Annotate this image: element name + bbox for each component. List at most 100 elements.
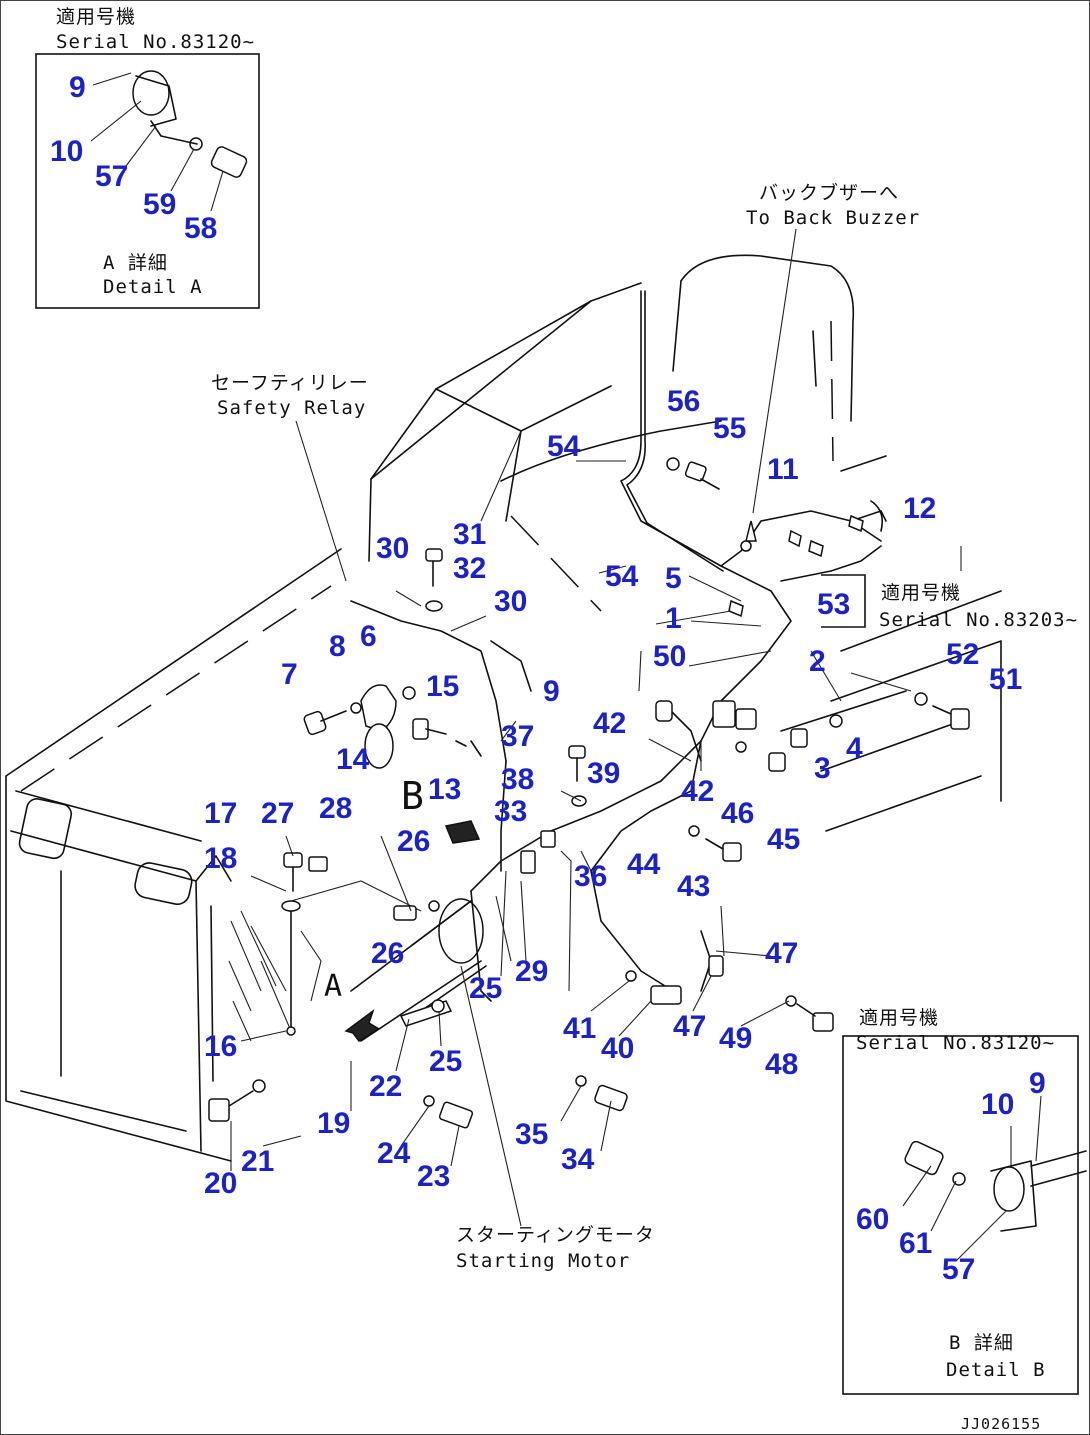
callout-21: 21: [241, 1145, 274, 1178]
callout-19: 19: [317, 1107, 350, 1140]
leader-lines: [90, 72, 1042, 1262]
callout-37: 37: [501, 720, 534, 753]
callout-38: 38: [501, 763, 534, 796]
callout-30: 30: [376, 532, 409, 565]
callout-9: 9: [1029, 1067, 1046, 1100]
serial-note-frame: [821, 574, 866, 628]
back-buzzer-en: To Back Buzzer: [746, 207, 920, 229]
callout-36: 36: [574, 860, 607, 893]
detail-a-jp: A 詳細: [103, 252, 168, 274]
view-a-marker: A: [324, 969, 343, 1004]
callout-43: 43: [677, 870, 710, 903]
parts: [132, 70, 1087, 1232]
callout-6: 6: [360, 620, 377, 653]
detail-a-en: Detail A: [103, 276, 203, 298]
callout-16: 16: [204, 1030, 237, 1063]
callout-23: 23: [417, 1160, 450, 1193]
callout-60: 60: [856, 1203, 889, 1236]
callout-10: 10: [50, 135, 83, 168]
callout-61: 61: [899, 1227, 932, 1260]
callout-20: 20: [204, 1167, 237, 1200]
callout-5: 5: [665, 562, 682, 595]
callout-25: 25: [429, 1045, 462, 1078]
bottom-right-applicable-jp: 適用号機: [859, 1007, 939, 1029]
callout-11: 11: [767, 453, 799, 486]
detail-b-jp: B 詳細: [949, 1332, 1014, 1354]
callout-9: 9: [69, 71, 86, 104]
callout-22: 22: [369, 1070, 402, 1103]
callout-2: 2: [809, 645, 826, 678]
callout-54: 54: [605, 560, 639, 593]
callout-26: 26: [371, 937, 404, 970]
callout-9: 9: [543, 675, 560, 708]
safety-relay-jp: セーフティリレー: [211, 372, 369, 394]
callout-17: 17: [204, 797, 237, 830]
callout-15: 15: [426, 670, 459, 703]
callout-46: 46: [721, 797, 754, 830]
right-applicable-jp: 適用号機: [881, 582, 961, 604]
detail-b-frame: [842, 1035, 1079, 1395]
machine-outline: [5, 254, 1002, 1162]
callout-40: 40: [601, 1032, 634, 1065]
callout-49: 49: [719, 1022, 752, 1055]
callout-56: 56: [667, 385, 700, 418]
callout-28: 28: [319, 792, 352, 825]
callout-44: 44: [627, 848, 661, 881]
callout-39: 39: [587, 757, 620, 790]
callout-58: 58: [184, 212, 217, 245]
detail-a-frame: [35, 53, 260, 309]
callout-48: 48: [765, 1048, 798, 1081]
callout-1: 1: [665, 602, 682, 635]
callout-32: 32: [453, 552, 486, 585]
callout-13: 13: [428, 773, 461, 806]
callout-59: 59: [143, 188, 176, 221]
callout-12: 12: [903, 492, 936, 525]
callout-10: 10: [981, 1088, 1014, 1121]
callout-18: 18: [204, 842, 237, 875]
callout-53: 53: [817, 588, 850, 621]
top-left-applicable-jp: 適用号機: [56, 6, 136, 28]
callout-31: 31: [453, 518, 486, 551]
drawing-code: JJ026155: [961, 1415, 1041, 1433]
callout-24: 24: [377, 1137, 411, 1170]
text-labels: 適用号機 Serial No.83120~ A 詳細 Detail A バックブ…: [56, 6, 1078, 1433]
callout-45: 45: [767, 823, 800, 856]
callout-42: 42: [681, 775, 714, 808]
callouts: 9 10 57 59 58 56 55 54 11 12 31 30 32 30…: [50, 71, 1046, 1286]
callout-29: 29: [515, 955, 548, 988]
right-serial: Serial No.83203~: [879, 609, 1078, 631]
top-left-serial: Serial No.83120~: [56, 31, 255, 53]
callout-7: 7: [281, 658, 298, 691]
callout-42: 42: [593, 707, 626, 740]
starting-motor-jp: スターティングモータ: [456, 1224, 655, 1246]
view-b-marker: B: [401, 774, 425, 818]
callout-27: 27: [261, 797, 294, 830]
callout-57: 57: [95, 160, 128, 193]
safety-relay-en: Safety Relay: [217, 397, 366, 419]
callout-30: 30: [494, 585, 527, 618]
callout-47: 47: [765, 937, 798, 970]
callout-35: 35: [515, 1118, 548, 1151]
wiring-harness: [350, 290, 887, 1002]
bottom-right-serial: Serial No.83120~: [856, 1032, 1055, 1054]
callout-3: 3: [814, 752, 831, 785]
detail-b-en: Detail B: [946, 1359, 1046, 1381]
callout-14: 14: [336, 743, 370, 776]
callout-34: 34: [561, 1143, 595, 1176]
callout-41: 41: [563, 1012, 596, 1045]
callout-52: 52: [946, 638, 979, 671]
callout-50: 50: [653, 640, 686, 673]
callout-47: 47: [673, 1010, 706, 1043]
callout-57: 57: [942, 1253, 975, 1286]
callout-54: 54: [547, 430, 581, 463]
starting-motor-en: Starting Motor: [456, 1250, 630, 1272]
callout-25: 25: [469, 972, 502, 1005]
callout-33: 33: [494, 795, 527, 828]
callout-4: 4: [846, 732, 863, 765]
callout-26: 26: [397, 825, 430, 858]
callout-51: 51: [989, 663, 1022, 696]
callout-55: 55: [713, 412, 746, 445]
back-buzzer-jp: バックブザーへ: [759, 181, 899, 204]
